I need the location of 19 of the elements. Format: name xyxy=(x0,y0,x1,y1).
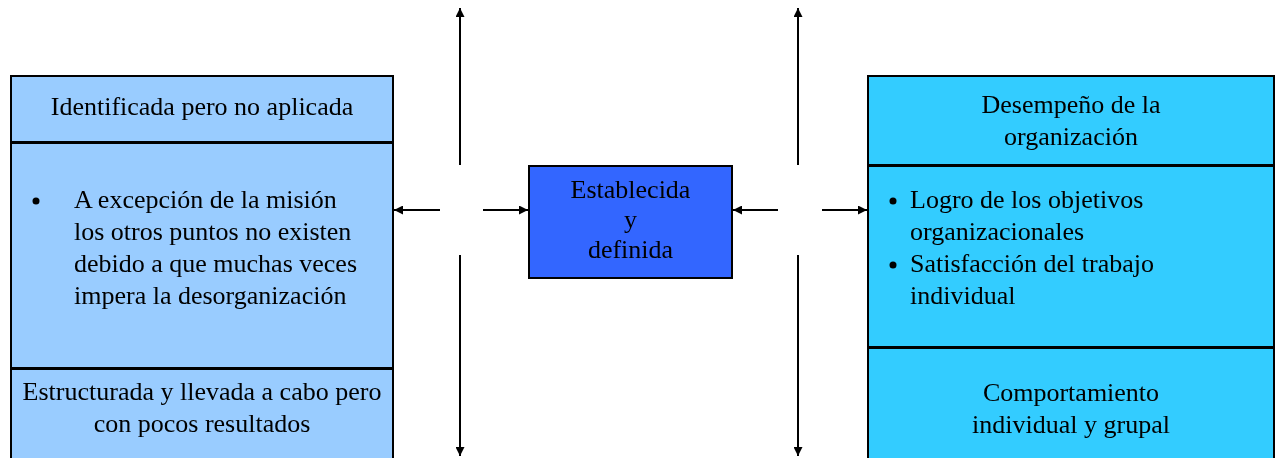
label-box xyxy=(867,75,1275,166)
bullet-text: A excepción de la misión los otros puntos no existen debido a que muchas veces impera la desorganización xyxy=(74,184,358,312)
box-label: Establecida y definida xyxy=(569,175,692,265)
label-box xyxy=(10,75,394,143)
label-box xyxy=(10,368,394,458)
central-box xyxy=(528,165,733,279)
box-label: Comportamiento individual y grupal xyxy=(971,377,1171,441)
bullet-text: Satisfacción del trabajo individual xyxy=(910,248,1156,312)
arrow xyxy=(482,205,529,215)
box-label: Desempeño de la organización xyxy=(980,89,1162,153)
arrow xyxy=(393,205,441,215)
arrow xyxy=(732,205,779,215)
box-label: Estructurada y llevada a cabo pero con pocos resultados xyxy=(21,376,383,440)
bullet-list-box xyxy=(867,165,1275,348)
box-label: Identificada pero no aplicada xyxy=(49,91,355,123)
bullet-list-box xyxy=(10,142,394,369)
arrow xyxy=(821,205,868,215)
label-box xyxy=(867,347,1275,458)
bullet-text: Logro de los objetivos organizacionales xyxy=(910,184,1145,248)
